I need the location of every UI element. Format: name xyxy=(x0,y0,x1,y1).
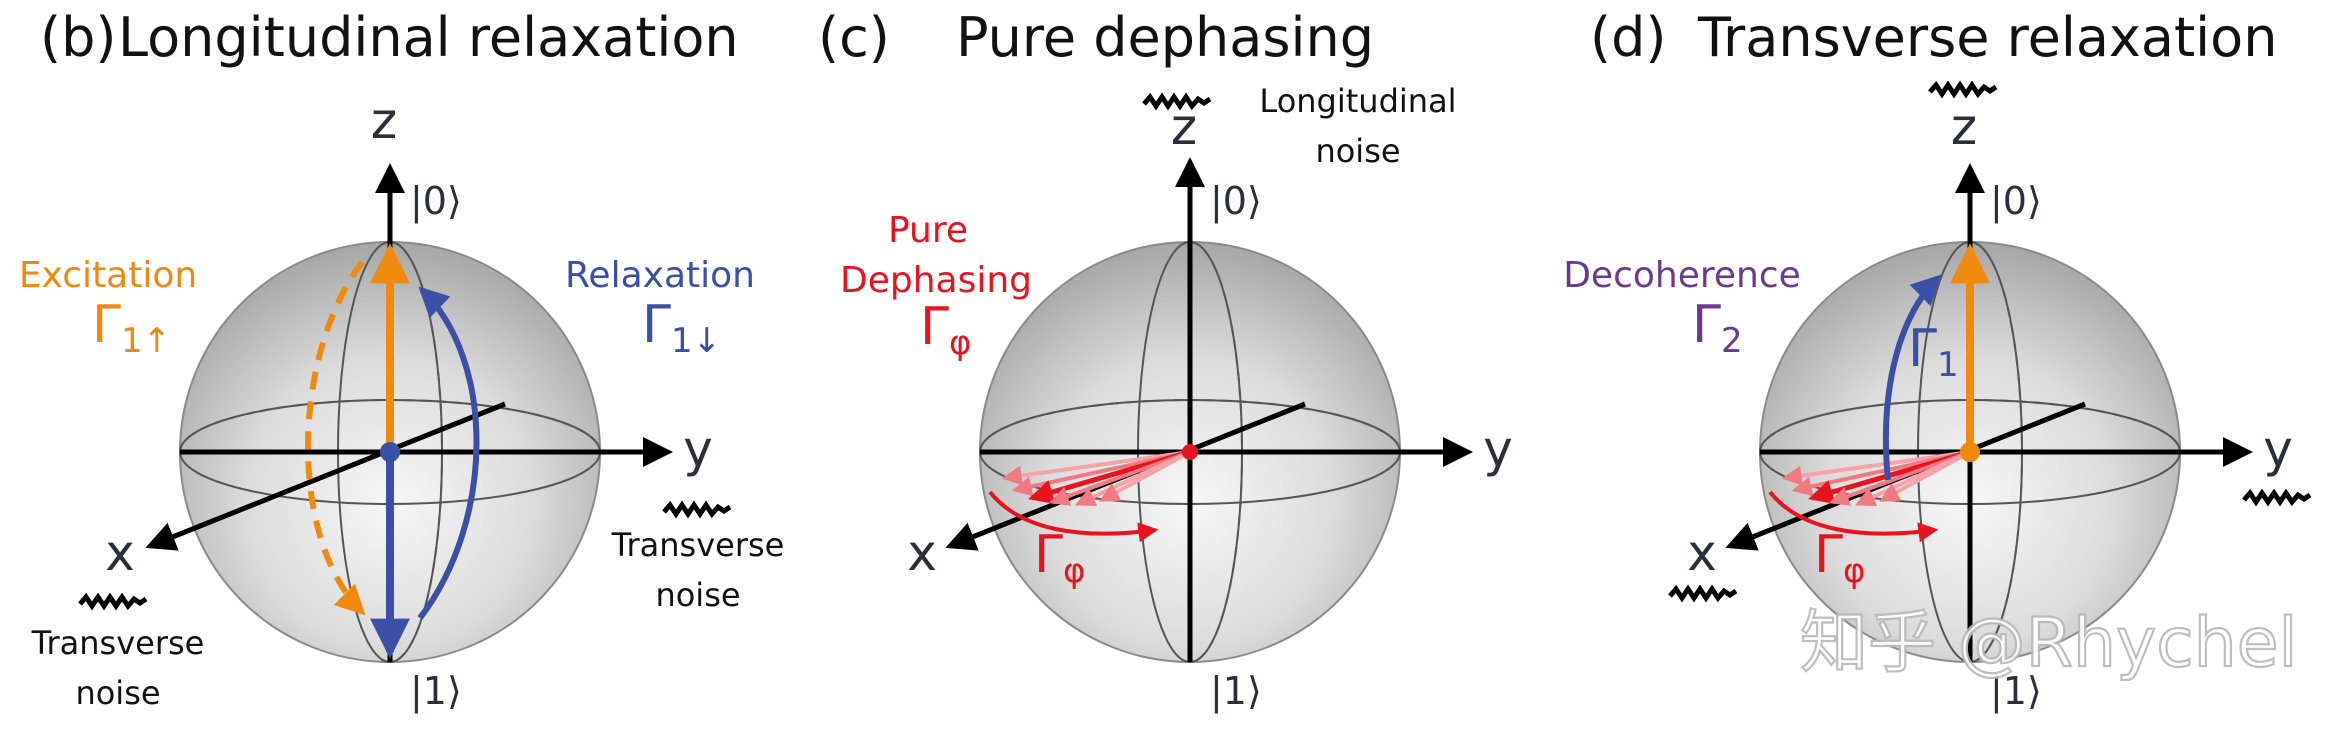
ket-1: |1⟩ xyxy=(410,669,462,714)
decoherence-rate: Γ2 xyxy=(1692,295,1743,361)
z-axis-label: z xyxy=(371,92,397,150)
noise-squiggle-left xyxy=(1668,584,1738,603)
y-axis-label: y xyxy=(683,420,713,478)
x-axis xyxy=(145,401,506,551)
z-axis-label: z xyxy=(1951,98,1977,156)
panel-d-title: Transverse relaxation xyxy=(1697,6,2277,69)
ket-1: |1⟩ xyxy=(1990,669,2042,714)
y-axis-label: y xyxy=(2263,420,2293,478)
noise-squiggle-top xyxy=(1142,92,1212,111)
excitation-rate: Γ1↑ xyxy=(92,295,171,361)
pure-dephasing-line1: Pure xyxy=(888,210,968,251)
gamma1-arc xyxy=(1883,274,1942,481)
origin-dot xyxy=(1960,442,1980,462)
panel-b-title: Longitudinal relaxation xyxy=(118,6,739,69)
x-axis-label: x xyxy=(1687,524,1717,582)
relaxation-label: Relaxation xyxy=(565,255,755,296)
noise-squiggle-right xyxy=(662,500,732,519)
dephasing-vectors xyxy=(1781,449,1971,507)
ket-0: |0⟩ xyxy=(1210,179,1262,224)
noise-squiggle-right xyxy=(2242,488,2312,507)
noise-squiggle-left xyxy=(78,592,148,611)
x-axis-label: x xyxy=(907,524,937,582)
ket-1: |1⟩ xyxy=(1210,669,1262,714)
longitudinal-noise-line2: noise xyxy=(1315,132,1400,170)
panel-c-label: (c) xyxy=(818,6,890,69)
ket-0: |0⟩ xyxy=(410,179,462,224)
dephasing-vectors xyxy=(1001,449,1191,507)
dephasing-arc-rate: Γφ xyxy=(1814,525,1865,591)
dephasing-arc xyxy=(988,490,1159,543)
decoherence-label: Decoherence xyxy=(1563,255,1801,296)
dephasing-arc xyxy=(1768,490,1939,543)
excitation-label: Excitation xyxy=(19,255,197,296)
panel-d-label: (d) xyxy=(1590,6,1666,69)
relaxation-rate: Γ1↓ xyxy=(642,295,721,361)
dephasing-arc-rate: Γφ xyxy=(1034,525,1085,591)
transverse-noise-left-line1: Transverse xyxy=(31,624,205,662)
panel-b-label: (b) xyxy=(40,6,116,69)
transverse-noise-right-line1: Transverse xyxy=(611,526,785,564)
panel-c-title: Pure dephasing xyxy=(956,6,1374,69)
gamma1-rate: Γ1 xyxy=(1908,319,1959,385)
noise-squiggle-top xyxy=(1928,80,1998,99)
origin-dot xyxy=(380,442,400,462)
watermark: 知乎 @Rhychel xyxy=(1800,604,2297,683)
ket-0: |0⟩ xyxy=(1990,179,2042,224)
panel-b: (b) Longitudinal relaxation z y x |0⟩ |1… xyxy=(19,6,785,714)
pure-dephasing-rate: Γφ xyxy=(920,297,971,363)
panel-d: (d) Transverse relaxation z y x |0⟩ |1⟩ … xyxy=(1563,6,2312,714)
pure-dephasing-line2: Dephasing xyxy=(840,260,1032,301)
relaxation-arc xyxy=(417,286,480,620)
excitation-arc xyxy=(305,260,366,616)
transverse-noise-right-line2: noise xyxy=(655,576,740,614)
y-axis-label: y xyxy=(1483,420,1513,478)
longitudinal-noise-line1: Longitudinal xyxy=(1259,82,1456,120)
x-axis-label: x xyxy=(105,524,135,582)
transverse-noise-left-line2: noise xyxy=(75,674,160,712)
panel-c: (c) Pure dephasing z y x |0⟩ |1⟩ Pure De… xyxy=(818,6,1513,714)
origin-dot xyxy=(1182,444,1198,460)
